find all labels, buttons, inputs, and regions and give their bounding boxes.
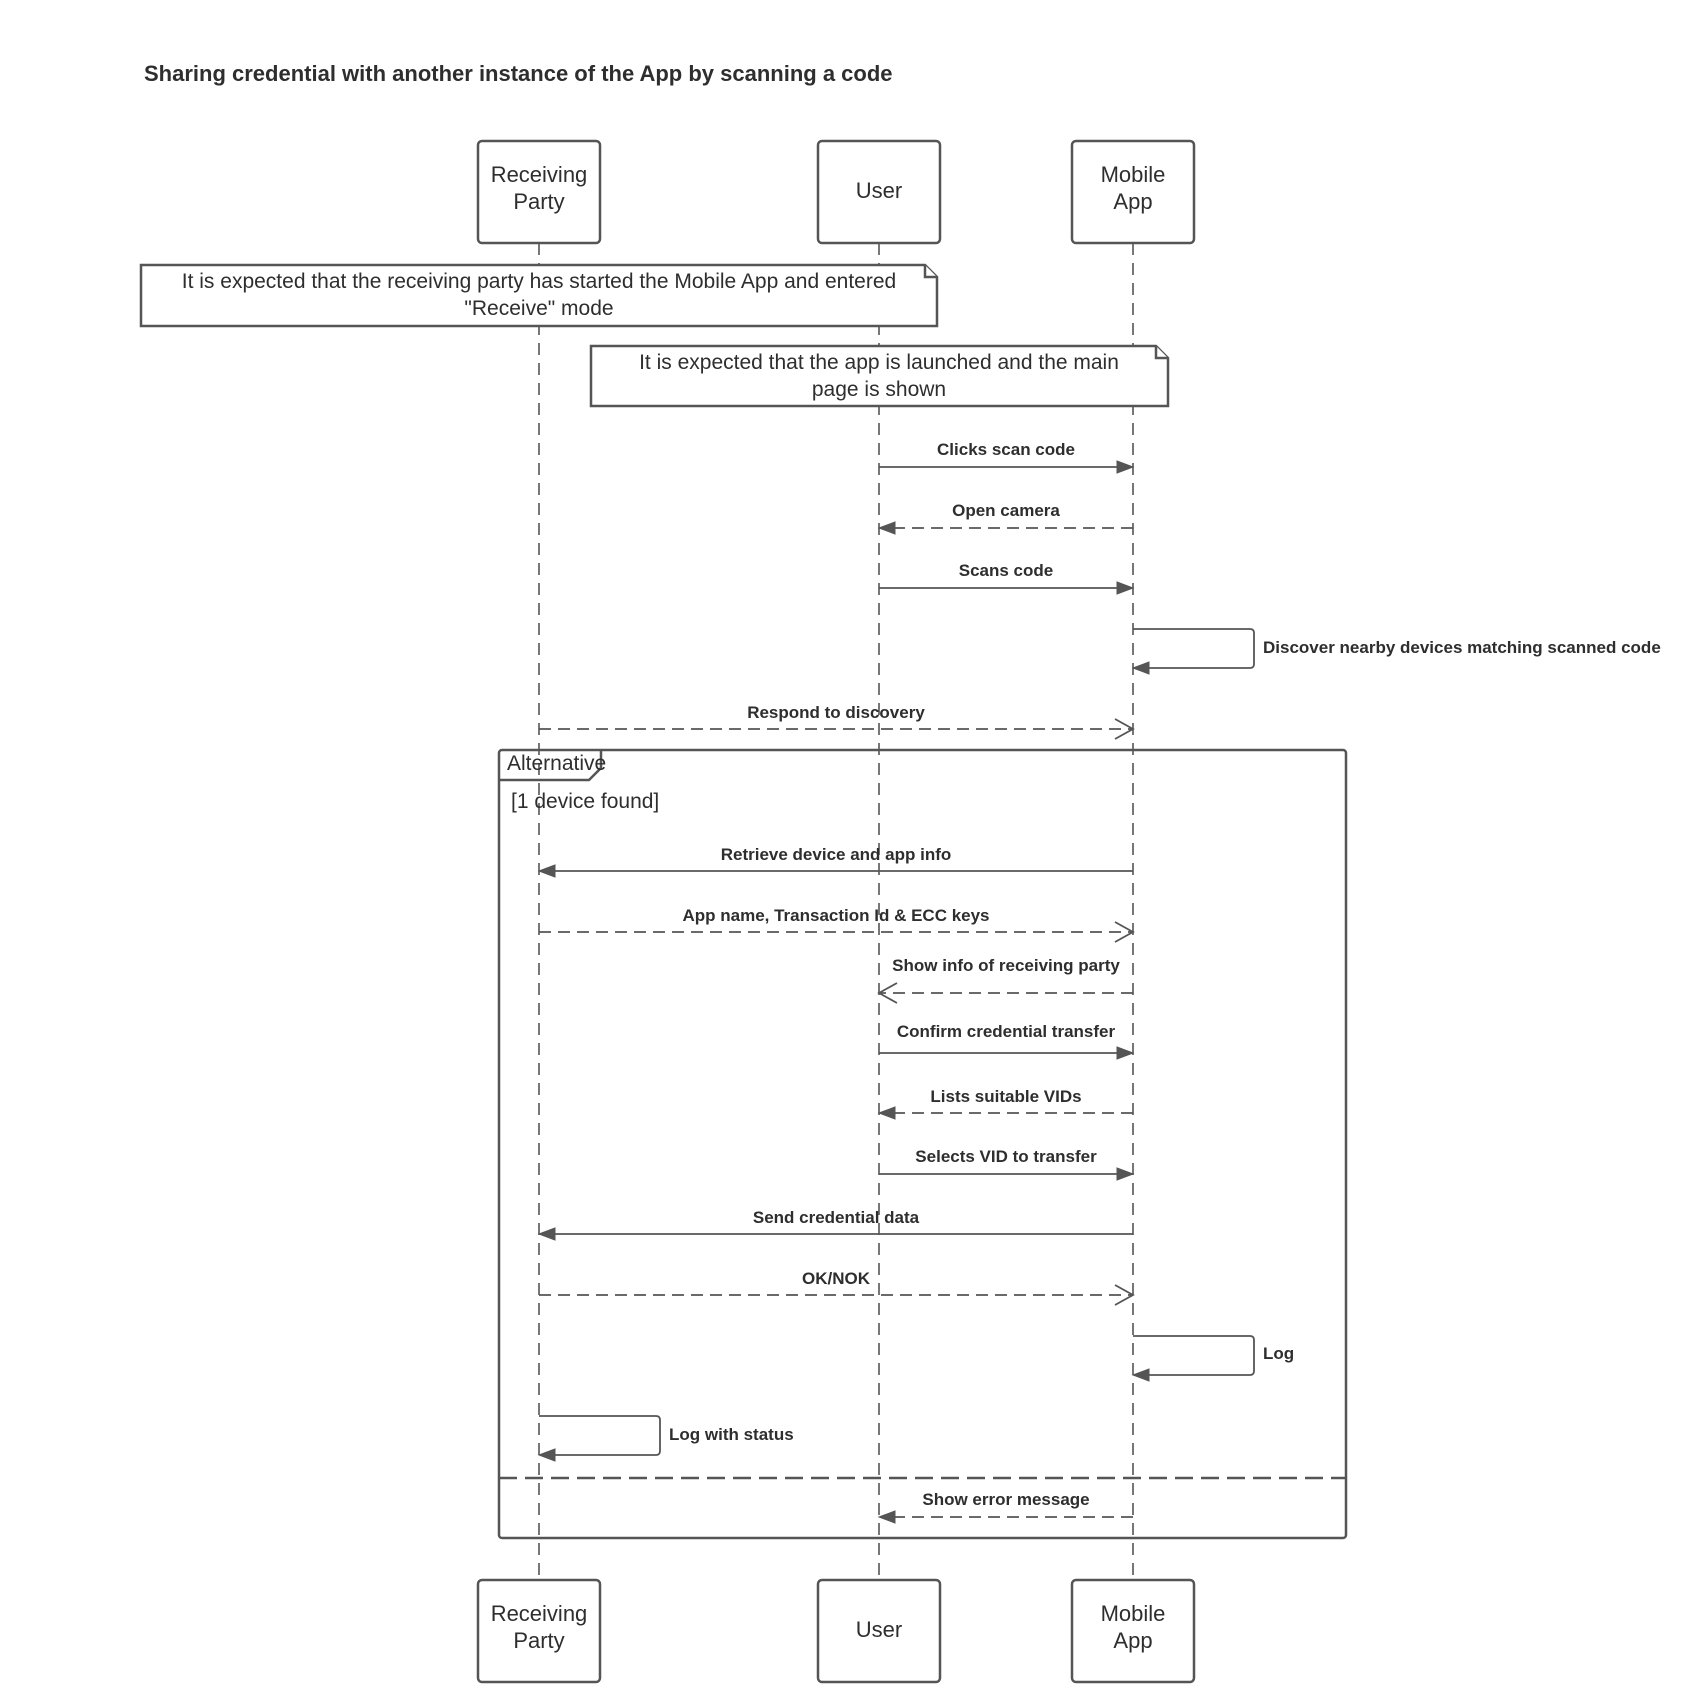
participant-label-line: Receiving: [491, 162, 588, 187]
message-label: Respond to discovery: [747, 703, 925, 722]
participant-label-line: App: [1113, 189, 1152, 214]
message-label: Clicks scan code: [937, 440, 1075, 459]
diagram-title: Sharing credential with another instance…: [144, 61, 893, 86]
participant-label-line: App: [1113, 1628, 1152, 1653]
fragment-label: Alternative: [507, 752, 606, 775]
message-scans-code: Scans code: [879, 561, 1135, 595]
message-label: Lists suitable VIDs: [930, 1087, 1081, 1106]
note-app-launched: It is expected that the app is launched …: [589, 344, 1170, 408]
message-show-info: Show info of receiving party: [877, 956, 1133, 1004]
participant-label-line: User: [856, 1617, 902, 1642]
note-line: "Receive" mode: [464, 297, 613, 320]
participant-label-line: Receiving: [491, 1601, 588, 1626]
fragment-alternative: Alternative [1 device found]: [497, 748, 1348, 1540]
self-message-log: Log: [1131, 1335, 1294, 1382]
note-receiving-party: It is expected that the receiving party …: [139, 263, 939, 328]
participant-receiving-party-bottom: Receiving Party: [476, 1578, 602, 1684]
note-line: It is expected that the receiving party …: [182, 270, 896, 293]
participant-mobile-app-top: Mobile App: [1070, 139, 1196, 245]
message-label: Scans code: [959, 561, 1054, 580]
message-ok-nok: OK/NOK: [539, 1269, 1135, 1306]
message-label: OK/NOK: [802, 1269, 871, 1288]
self-message-log-with-status: Log with status: [537, 1415, 794, 1462]
message-open-camera: Open camera: [877, 501, 1133, 535]
message-send-credential: Send credential data: [537, 1208, 1133, 1241]
self-message-discover-devices: Discover nearby devices matching scanned…: [1131, 628, 1661, 675]
message-label: Retrieve device and app info: [721, 845, 952, 864]
participant-label-line: Mobile: [1101, 1601, 1166, 1626]
message-respond-to-discovery: Respond to discovery: [539, 703, 1135, 740]
message-label: Discover nearby devices matching scanned…: [1263, 638, 1661, 657]
note-line: page is shown: [812, 378, 946, 401]
participant-label-line: Party: [513, 189, 564, 214]
message-label: Send credential data: [753, 1208, 920, 1227]
message-label: Show info of receiving party: [892, 956, 1120, 975]
fragment-guard: [1 device found]: [511, 790, 659, 813]
message-lists-vids: Lists suitable VIDs: [877, 1087, 1133, 1120]
message-label: Log: [1263, 1344, 1294, 1363]
participant-user-top: User: [816, 139, 942, 245]
participant-receiving-party-top: Receiving Party: [476, 139, 602, 245]
message-label: Confirm credential transfer: [897, 1022, 1116, 1041]
participant-label-line: Party: [513, 1628, 564, 1653]
participant-label-line: User: [856, 178, 902, 203]
message-selects-vid: Selects VID to transfer: [879, 1147, 1135, 1181]
message-app-name-transaction: App name, Transaction Id & ECC keys: [539, 906, 1135, 943]
message-label: Selects VID to transfer: [915, 1147, 1097, 1166]
message-clicks-scan-code: Clicks scan code: [879, 440, 1135, 474]
message-label: App name, Transaction Id & ECC keys: [682, 906, 989, 925]
message-label: Log with status: [669, 1425, 794, 1444]
message-label: Open camera: [952, 501, 1060, 520]
message-show-error: Show error message: [877, 1490, 1133, 1524]
message-retrieve-device-info: Retrieve device and app info: [537, 845, 1133, 878]
message-label: Show error message: [922, 1490, 1089, 1509]
message-confirm-transfer: Confirm credential transfer: [879, 1022, 1135, 1060]
note-line: It is expected that the app is launched …: [639, 351, 1119, 374]
participant-label-line: Mobile: [1101, 162, 1166, 187]
participant-user-bottom: User: [816, 1578, 942, 1684]
participant-mobile-app-bottom: Mobile App: [1070, 1578, 1196, 1684]
